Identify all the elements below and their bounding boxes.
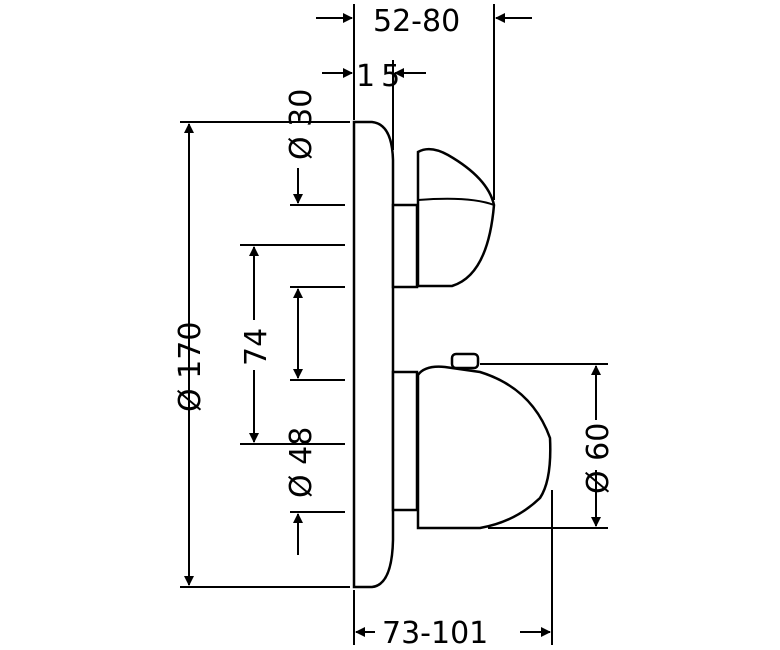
dimension-lines	[184, 13, 601, 637]
stop-button	[450, 352, 480, 370]
dim-lower-spindle-diameter: Ø 48	[284, 427, 319, 498]
upper-spindle	[391, 203, 419, 289]
wall-plate	[352, 120, 395, 589]
upper-knob	[416, 147, 496, 288]
product-outline	[352, 120, 552, 589]
dim-plate-gap: 15	[356, 59, 406, 94]
dim-total-projection: 73-101	[382, 616, 488, 650]
dim-center-distance: 74	[239, 328, 274, 366]
lower-knob	[416, 365, 552, 530]
dim-plate-diameter: Ø 170	[173, 322, 208, 412]
lower-spindle	[391, 370, 419, 512]
dim-upper-knob-diameter: Ø 30	[284, 89, 319, 160]
extension-lines	[180, 4, 608, 645]
dim-lower-knob-diameter: Ø 60	[581, 423, 616, 494]
dim-knob-projection: 52-80	[373, 4, 460, 39]
